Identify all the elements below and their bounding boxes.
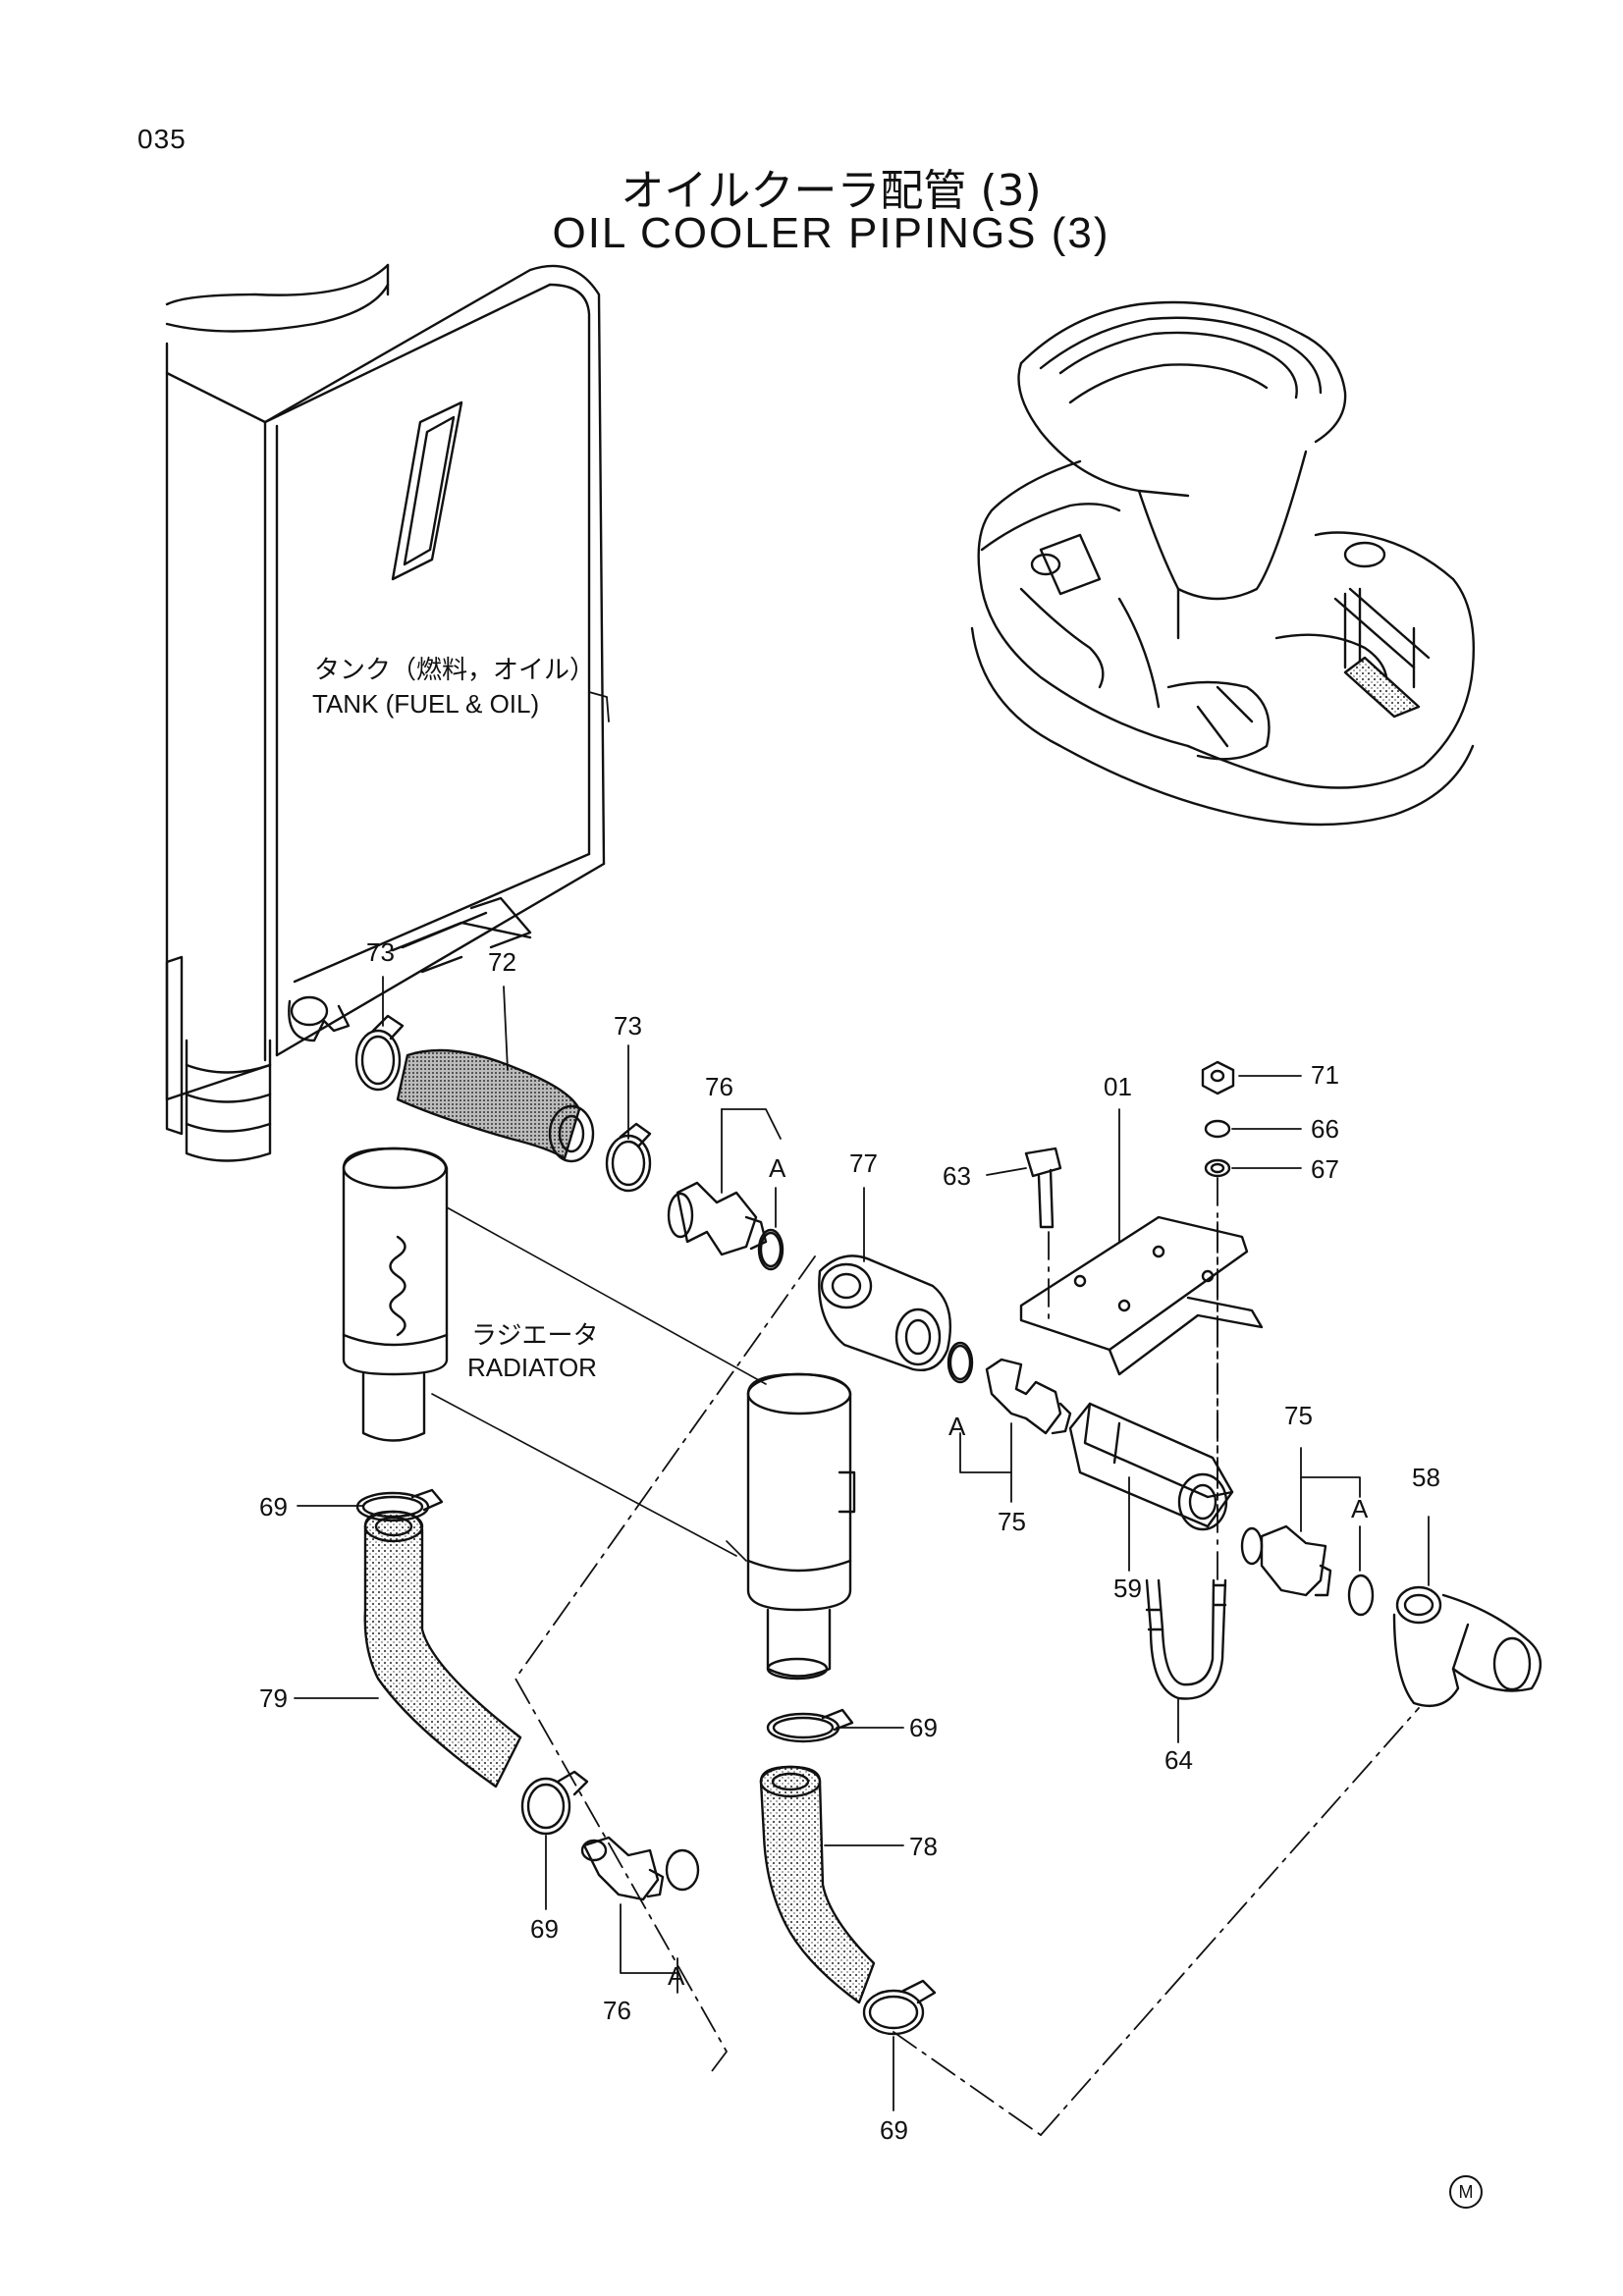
u-bolt-64 [1145, 1578, 1227, 1700]
callout-73-a: 73 [366, 937, 395, 967]
callout-a-4: A [668, 1961, 685, 1991]
elbow-58 [1392, 1585, 1542, 1708]
callout-73-b: 73 [614, 1011, 642, 1041]
o-ring-a4 [665, 1848, 700, 1892]
callout-63: 63 [943, 1161, 971, 1191]
hose-72 [396, 1048, 595, 1163]
callout-a-3: A [1351, 1494, 1369, 1523]
radiator-label-ja: ラジエータ [471, 1321, 599, 1351]
clamp-69-a [355, 1488, 444, 1522]
callout-01: 01 [1104, 1072, 1132, 1101]
tee-77 [818, 1255, 951, 1371]
tank-label-ja: タンク（燃料，オイル） [314, 656, 596, 685]
callout-58: 58 [1412, 1463, 1440, 1492]
clamp-69-d [862, 1979, 937, 2036]
hose-79 [363, 1510, 522, 1789]
callout-69-d: 69 [880, 2115, 908, 2145]
hose-78 [759, 1765, 876, 2004]
callout-72: 72 [488, 947, 516, 977]
bracket-01 [1019, 1215, 1264, 1376]
filter-59 [1068, 1402, 1234, 1531]
callout-59: 59 [1113, 1574, 1142, 1603]
clamp-73-a [354, 1014, 405, 1092]
o-ring-a1 [757, 1228, 784, 1271]
callout-69-b: 69 [909, 1713, 938, 1742]
callout-66: 66 [1311, 1114, 1339, 1144]
adapter-76-upper [667, 1181, 783, 1268]
callout-a-1: A [769, 1153, 786, 1183]
callout-76-lower: 76 [603, 1996, 631, 2025]
o-ring-a3 [1347, 1574, 1375, 1617]
adapter-75-left [948, 1344, 1072, 1435]
tank-drawing [165, 263, 606, 1162]
washer-67 [1204, 1158, 1231, 1178]
nut-71 [1201, 1060, 1235, 1095]
machine-overview-drawing [970, 300, 1475, 827]
page-number: 035 [137, 124, 187, 154]
clamp-69-b [766, 1708, 854, 1743]
title-japanese: オイルクーラ配管 (3) [621, 166, 1042, 216]
manufacturer-mark: M [1449, 2175, 1483, 2209]
callout-64: 64 [1164, 1745, 1193, 1775]
callout-75-left: 75 [998, 1507, 1026, 1536]
tank-label-en: TANK (FUEL & OIL) [312, 689, 540, 719]
callout-75-right: 75 [1284, 1401, 1313, 1430]
callout-71: 71 [1311, 1060, 1339, 1090]
callout-79: 79 [259, 1683, 288, 1713]
callout-77: 77 [849, 1148, 878, 1178]
bolt-63 [1024, 1147, 1062, 1229]
callout-78: 78 [909, 1832, 938, 1861]
clamp-69-c [520, 1770, 589, 1836]
routing-lines [514, 1177, 1420, 2136]
leader-lines [294, 691, 1430, 2111]
title-english: OIL COOLER PIPINGS (3) [552, 209, 1110, 257]
callout-69-a: 69 [259, 1492, 288, 1522]
o-ring-a2 [947, 1341, 974, 1384]
callout-a-2: A [948, 1412, 966, 1441]
radiator-drawing [342, 1147, 856, 1681]
adapter-76-lower [580, 1836, 665, 1901]
callout-76-upper: 76 [705, 1072, 733, 1101]
adapter-75-right [1240, 1524, 1332, 1597]
lockwasher-66 [1204, 1119, 1231, 1139]
callout-69-c: 69 [530, 1914, 559, 1944]
radiator-label-en: RADIATOR [467, 1353, 597, 1382]
callout-67: 67 [1311, 1154, 1339, 1184]
